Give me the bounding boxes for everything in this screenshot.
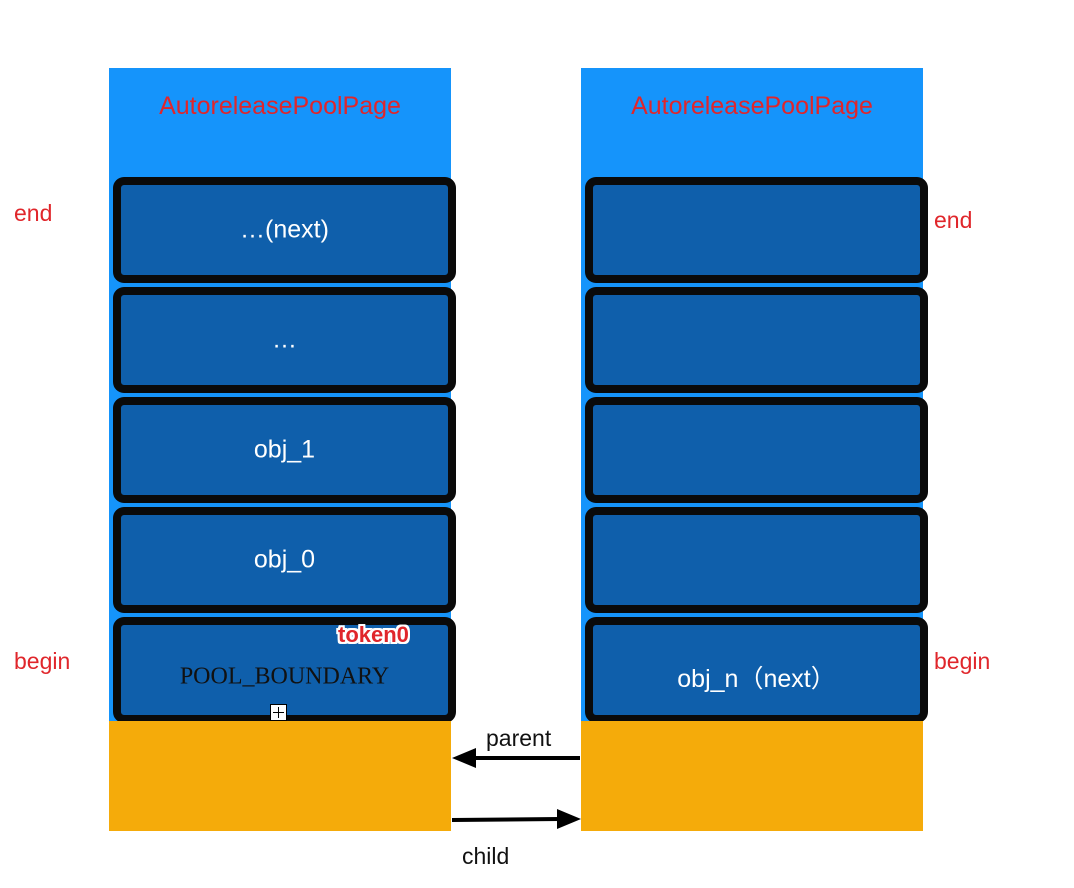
slot-label: obj_0 [253,545,316,574]
autorelease-pool-page-left: AutoreleasePoolPage …(next) … obj_1 obj_… [109,68,455,722]
slot-empty [586,288,927,392]
plus-icon [270,704,287,721]
parent-label: parent [486,725,552,751]
slot-empty [586,178,927,282]
left-end-label: end [14,200,53,226]
page-title: AutoreleasePoolPage [631,92,873,120]
page-footer-left [109,721,451,831]
slot-obj-n: obj_n（next） [586,618,927,722]
slot-obj-1: obj_1 [114,398,455,502]
child-label: child [462,843,510,869]
left-begin-label: begin [14,648,71,674]
slot-label: …(next) [240,215,329,244]
right-begin-label: begin [934,648,991,674]
slot-label: … [272,325,297,354]
slot-label: obj_1 [253,435,316,464]
slot-empty [586,508,927,612]
slot-obj-0: obj_0 [114,508,455,612]
slot-label: POOL_BOUNDARY [179,663,390,690]
slot-label: obj_n（next） [677,665,836,694]
token-label: token0 [338,622,409,647]
right-end-label: end [934,207,973,233]
slot-next: …(next) [114,178,455,282]
slot-ellipsis: … [114,288,455,392]
slot-empty [586,398,927,502]
child-arrow [451,809,581,829]
autorelease-pool-page-right: AutoreleasePoolPage obj_n（next） [581,68,927,722]
page-title: AutoreleasePoolPage [159,92,401,120]
page-footer-right [581,721,923,831]
